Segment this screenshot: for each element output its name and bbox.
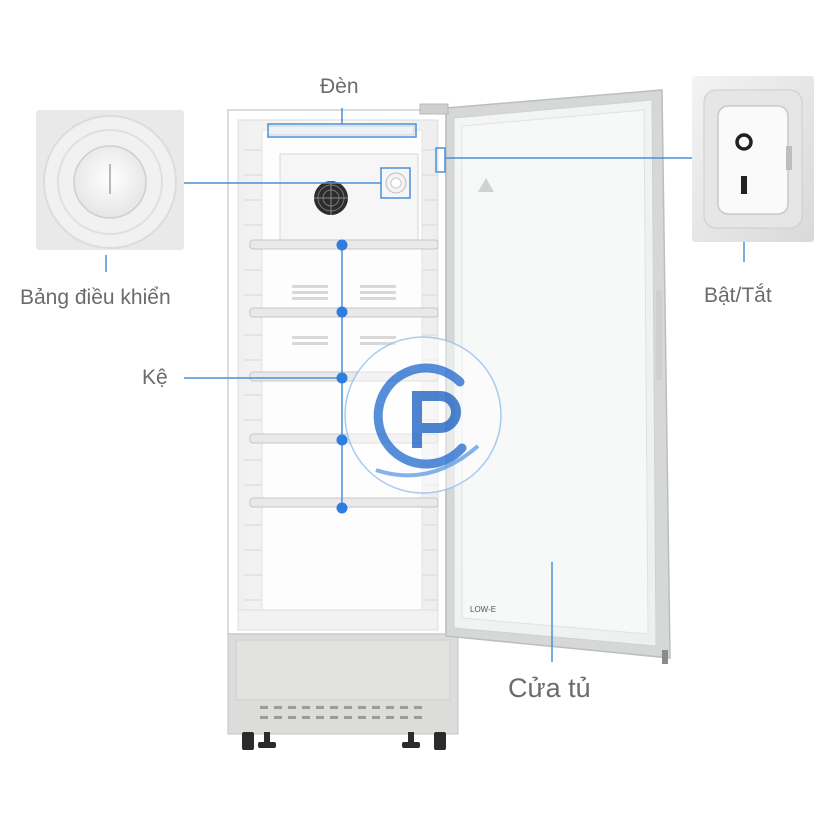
label-cua-tu: Cửa tủ — [508, 673, 591, 703]
label-bang-dieu-khien: Bảng điều khiển — [20, 286, 171, 309]
callout-dots — [336, 239, 348, 514]
label-ke: Kệ — [142, 366, 168, 389]
watermark-logo-icon — [344, 336, 502, 494]
door: LOW-E — [419, 89, 671, 664]
label-den: Đèn — [320, 75, 359, 98]
cabinet-base — [227, 633, 459, 750]
power-switch-inset — [692, 76, 814, 242]
fan-icon — [314, 181, 348, 215]
thermostat-dial-icon — [36, 110, 184, 250]
power-switch-icon — [692, 76, 814, 242]
label-bat-tat: Bật/Tắt — [704, 284, 772, 307]
door-label: LOW-E — [470, 605, 496, 614]
control-panel-inset — [36, 110, 184, 250]
